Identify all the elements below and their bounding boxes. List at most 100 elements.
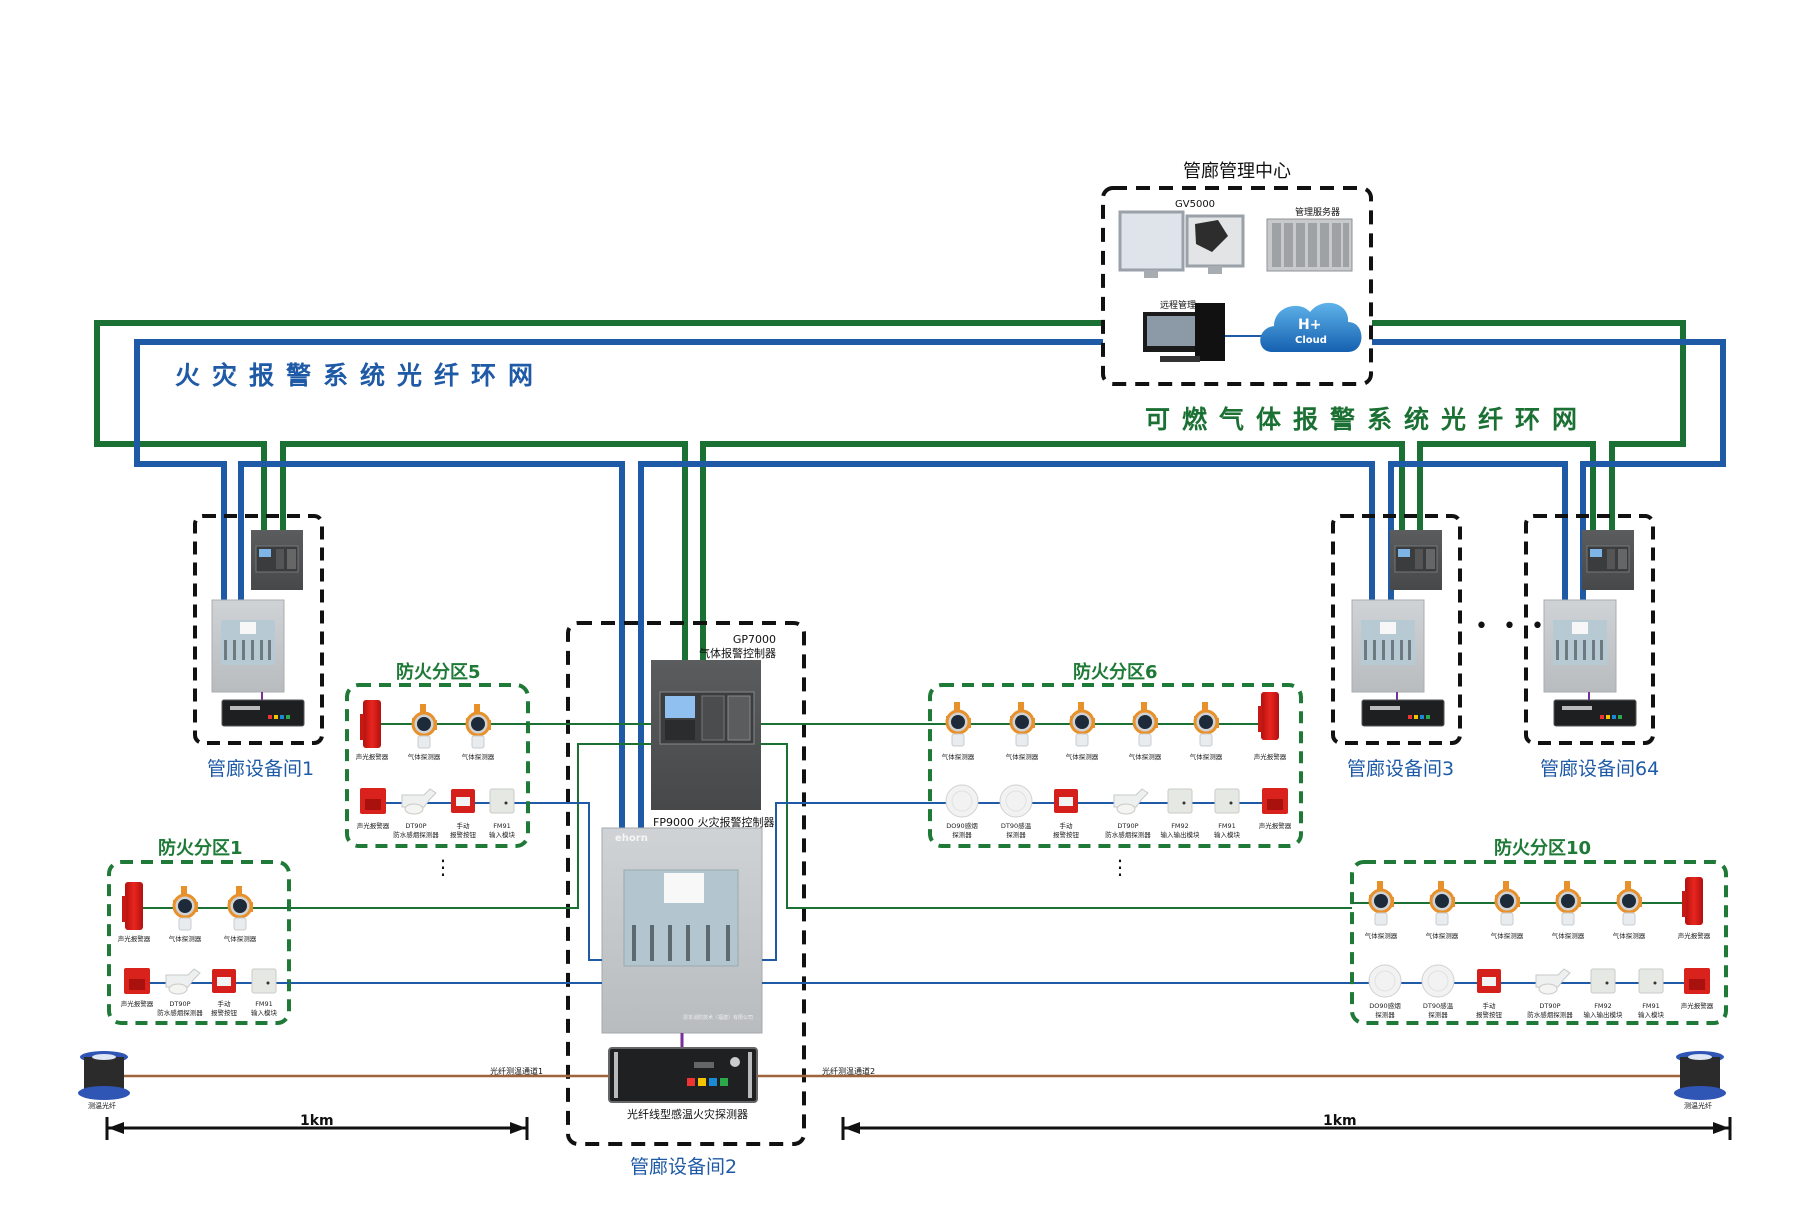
fp9000-controller-icon	[211, 599, 285, 693]
fiber-temperature-detector	[608, 1047, 758, 1103]
distance-left-label: 1km	[300, 1113, 334, 1129]
gv5000-label: GV5000	[1175, 199, 1216, 210]
room-2-label: 管廊设备间2	[630, 1156, 738, 1178]
zone-5-fire-device: 声光报警器	[356, 822, 390, 830]
gp7000-central-controller	[651, 660, 761, 810]
zone-5-gas-device: 声光报警器	[355, 753, 389, 761]
equipment-room-64	[1524, 514, 1655, 745]
zone-10-gas-device: 气体探测器	[1364, 932, 1398, 940]
zone-6-gas-device: 气体探测器	[1005, 753, 1039, 761]
fiber-spool-icon	[1674, 1051, 1726, 1100]
fiber-detector-icon	[1553, 699, 1637, 727]
fp9000-label: FP9000 火灾报警控制器	[653, 816, 775, 829]
room-1-label: 管廊设备间1	[207, 758, 315, 780]
zone-1-gas-device: 气体探测器	[168, 935, 202, 943]
zone-6-gas-device: 气体探测器	[1189, 753, 1223, 761]
gas-ring-right-loop	[1372, 320, 1686, 530]
fire-ring-network	[134, 339, 1726, 830]
zone-6-fire-device: FM91 输入模块	[1214, 822, 1240, 839]
remote-management-label: 远程管理	[1160, 301, 1197, 311]
zone-10-fire-device: 声光报警器	[1680, 1002, 1714, 1010]
zone-5-gas-device: 气体探测器	[407, 753, 441, 761]
fiber-spool-label-left: 测温光纤	[88, 1102, 116, 1110]
gp7000-controller-icon	[250, 529, 304, 591]
more-rooms-ellipsis: • • •	[1475, 614, 1548, 639]
fp9000-central-controller	[601, 827, 763, 1034]
fire-ring-title: 火灾报警系统光纤环网	[175, 361, 546, 390]
fiber-detector-icon	[221, 699, 305, 727]
fire-zone-10	[1350, 860, 1728, 1025]
zone-1-title: 防火分区1	[158, 838, 243, 859]
gas-ring-left-loop	[94, 320, 1103, 530]
gp7000-name-label: 气体报警控制器	[699, 647, 776, 660]
cloud-label-bottom: Cloud	[1295, 335, 1327, 346]
zone-1-gas-device: 声光报警器	[117, 935, 151, 943]
fire-zone-1	[107, 860, 291, 1025]
zone-10-fire-device: FM91 输入模块	[1638, 1002, 1664, 1019]
zone-1-fire-device: 手动 报警按钮	[211, 1000, 237, 1017]
zone-1-gas-device: 气体探测器	[223, 935, 257, 943]
zone-10-title: 防火分区10	[1494, 838, 1592, 859]
gas-ring-to-room3-a	[700, 441, 1405, 660]
gas-ring-to-room2-a	[280, 441, 688, 660]
server-label: 管理服务器	[1295, 208, 1341, 218]
cloud-label-top: H+	[1298, 317, 1322, 333]
zone-10-fire-device: DO90感烟 探测器	[1369, 1002, 1401, 1019]
zone-1-fire-device: DT90P 防水感烟探测器	[157, 1000, 203, 1017]
fiber-spool-icon	[78, 1051, 130, 1100]
gas-ring-title: 可燃气体报警系统光纤环网	[1145, 405, 1590, 434]
zone-wiring-gas	[289, 723, 1352, 909]
equipment-room-3	[1331, 514, 1462, 745]
zone-10-gas-device: 声光报警器	[1677, 932, 1711, 940]
fp9000-company: 恩本消防技术（福建）有限公司	[683, 1015, 754, 1021]
equipment-room-2	[566, 621, 806, 1146]
zone-5-more: ⋮	[433, 855, 453, 879]
fp9000-brand: ehorn	[615, 833, 648, 844]
zone-5-fire-device: DT90P 防水感烟探测器	[393, 822, 439, 839]
fire-zone-6	[928, 683, 1303, 848]
distance-arrow-right	[841, 1117, 1732, 1140]
zone-10-gas-device: 气体探测器	[1490, 932, 1524, 940]
zone-10-fire-device: FM92 输入输出模块	[1583, 1002, 1623, 1019]
fiber-channel-1-label: 光纤测温通道1	[490, 1067, 544, 1076]
room-64-label: 管廊设备间64	[1540, 758, 1660, 780]
zone-5-gas-device: 气体探测器	[461, 753, 495, 761]
zone-10-fire-device: 手动 报警按钮	[1476, 1002, 1502, 1019]
fire-ring-left-loop	[134, 339, 1103, 600]
fiber-detector-icon	[1361, 699, 1445, 727]
zone-6-fire-device: 手动 报警按钮	[1053, 822, 1079, 839]
zone-10-fire-device: DT90P 防水感烟探测器	[1527, 1002, 1573, 1019]
zone-5-fire-device: 手动 报警按钮	[450, 822, 476, 839]
zone-6-title: 防火分区6	[1073, 662, 1158, 683]
zone-6-gas-device: 气体探测器	[1128, 753, 1162, 761]
control-center-title: 管廊管理中心	[1183, 161, 1291, 182]
fiber-spool-label-right: 测温光纤	[1684, 1102, 1712, 1110]
room-3-label: 管廊设备间3	[1347, 758, 1455, 780]
gv5000-monitors	[1118, 210, 1245, 278]
zone-6-gas-device: 气体探测器	[1065, 753, 1099, 761]
zone-6-fire-device: DT90感温 探测器	[1000, 822, 1032, 839]
zone-6-more: ⋮	[1110, 855, 1130, 879]
zone-1-fire-device: 声光报警器	[120, 1000, 154, 1008]
fire-zone-5	[345, 683, 530, 848]
fire-ring-right-loop	[1372, 339, 1726, 600]
gas-ring-to-room64-a	[1417, 441, 1596, 530]
equipment-room-1	[193, 514, 324, 745]
gp7000-model-label: GP7000	[732, 633, 776, 646]
zone-6-fire-device: 声光报警器	[1258, 822, 1292, 830]
control-center	[1101, 186, 1373, 386]
fp9000-controller-icon	[1351, 599, 1425, 693]
zone-6-gas-device: 气体探测器	[941, 753, 975, 761]
fiber-detector-label: 光纤线型感温火灾探测器	[627, 1108, 748, 1121]
zone-10-gas-device: 气体探测器	[1551, 932, 1585, 940]
zone-6-gas-device: 声光报警器	[1253, 753, 1287, 761]
zone-6-fire-device: FM92 输入输出模块	[1160, 822, 1200, 839]
remote-workstation-icon	[1143, 303, 1225, 362]
zone-6-fire-device: DO90感烟 探测器	[946, 822, 978, 839]
fire-ring-to-room3-a	[638, 461, 1375, 830]
zone-5-fire-device: FM91 输入模块	[489, 822, 515, 839]
zone-wiring-fire	[270, 802, 1360, 984]
cloud-icon	[1260, 302, 1362, 352]
management-server-icon	[1266, 218, 1353, 272]
